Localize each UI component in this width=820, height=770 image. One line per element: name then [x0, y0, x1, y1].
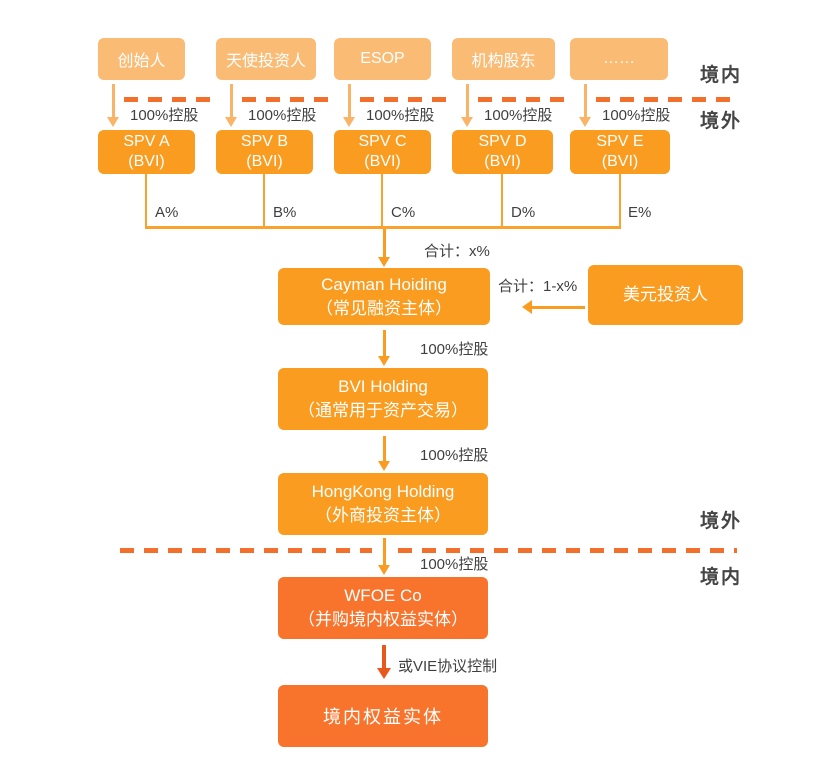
entity-name: HongKong Holding: [311, 482, 455, 501]
connector-line: [619, 174, 621, 227]
shareholder-label: 创始人: [117, 53, 166, 70]
spv-jurisdiction: (BVI): [246, 153, 283, 170]
arrow-down-icon: [579, 84, 591, 127]
shareholder-box-founder: 创始人: [98, 38, 185, 80]
shareholder-box-others: ……: [570, 38, 668, 80]
arrow-down-icon: [343, 84, 355, 127]
boundary-dashed-line: [478, 97, 574, 102]
boundary-dashed-line: [596, 97, 733, 102]
percent-label: E%: [628, 204, 652, 221]
spv-box-a: SPV A (BVI): [98, 130, 195, 174]
spv-jurisdiction: (BVI): [601, 153, 639, 170]
arrow-down-icon: [107, 84, 119, 127]
arrow-down-icon: [377, 645, 391, 679]
boundary-dashed-line: [360, 97, 456, 102]
boundary-dashed-line: [398, 548, 737, 553]
control-label: 100%控股: [420, 447, 489, 464]
entity-name: 境内权益实体: [323, 707, 443, 727]
arrow-down-icon: [378, 538, 390, 575]
percent-label: C%: [391, 204, 416, 221]
percent-label: B%: [273, 204, 297, 221]
domestic-equity-entity-box: 境内权益实体: [278, 685, 488, 747]
control-label: 100%控股: [366, 107, 435, 124]
shareholder-label: 天使投资人: [225, 53, 306, 70]
bvi-holding-box: BVI Holding （通常用于资产交易）: [278, 368, 488, 430]
connector-line: [381, 174, 383, 227]
region-label-domestic-top: 境内: [700, 65, 743, 86]
connector-line: [501, 174, 503, 227]
arrow-down-icon: [378, 436, 390, 471]
spv-name: SPV E: [596, 133, 644, 150]
entity-name: BVI Holding: [338, 377, 428, 396]
entity-name: Cayman Hoiding: [321, 274, 447, 294]
percent-label: D%: [511, 204, 536, 221]
arrow-down-icon: [225, 84, 237, 127]
spv-jurisdiction: (BVI): [128, 153, 165, 170]
cayman-holding-box: Cayman Hoiding （常见融资主体）: [278, 268, 490, 325]
spv-name: SPV C: [358, 133, 407, 150]
arrow-left-icon: [522, 300, 585, 314]
region-label-offshore-top: 境外: [700, 111, 743, 132]
control-label: 100%控股: [420, 341, 489, 358]
usd-total-percent-label: 合计：1-x%: [498, 278, 578, 295]
shareholder-box-esop: ESOP: [334, 38, 431, 80]
entity-desc: （常见融资主体）: [316, 298, 452, 318]
arrow-down-icon: [378, 330, 390, 366]
boundary-dashed-line: [124, 97, 220, 102]
connector-line: [263, 174, 265, 227]
wfoe-box: WFOE Co （并购境内权益实体）: [278, 577, 488, 639]
merge-connector-line: [145, 226, 621, 229]
connector-line: [145, 174, 147, 227]
entity-desc: （并购境内权益实体）: [298, 610, 468, 629]
shareholder-label: ……: [603, 50, 635, 67]
entity-name: 美元投资人: [623, 285, 708, 304]
control-label: 100%控股: [130, 107, 199, 124]
spv-box-d: SPV D (BVI): [452, 130, 553, 174]
shareholder-box-institutional: 机构股东: [452, 38, 555, 80]
entity-name: WFOE Co: [344, 586, 422, 605]
control-label: 100%控股: [420, 556, 489, 573]
entity-desc: （通常用于资产交易）: [298, 401, 468, 420]
shareholder-box-angel: 天使投资人: [216, 38, 316, 80]
spv-jurisdiction: (BVI): [364, 153, 401, 170]
spv-box-b: SPV B (BVI): [216, 130, 313, 174]
boundary-dashed-line: [242, 97, 338, 102]
control-label: 100%控股: [248, 107, 317, 124]
region-label-offshore-bottom: 境外: [700, 511, 743, 532]
spv-jurisdiction: (BVI): [484, 153, 521, 170]
usd-investor-box: 美元投资人: [588, 265, 743, 325]
arrow-down-icon: [461, 84, 473, 127]
hongkong-holding-box: HongKong Holding （外商投资主体）: [278, 473, 488, 535]
spv-box-e: SPV E (BVI): [570, 130, 670, 174]
arrow-down-icon: [378, 229, 390, 267]
spv-name: SPV A: [123, 133, 170, 150]
boundary-dashed-line: [120, 548, 372, 553]
vie-control-label: 或VIE协议控制: [398, 658, 498, 675]
shareholder-label: ESOP: [360, 50, 405, 67]
entity-desc: （外商投资主体）: [315, 506, 451, 525]
shareholder-label: 机构股东: [471, 53, 536, 70]
spv-name: SPV D: [478, 133, 527, 150]
spv-name: SPV B: [240, 133, 289, 150]
total-percent-label: 合计：x%: [424, 243, 490, 260]
control-label: 100%控股: [602, 107, 671, 124]
percent-label: A%: [155, 204, 179, 221]
region-label-domestic-bottom: 境内: [700, 567, 743, 588]
control-label: 100%控股: [484, 107, 553, 124]
spv-box-c: SPV C (BVI): [334, 130, 431, 174]
